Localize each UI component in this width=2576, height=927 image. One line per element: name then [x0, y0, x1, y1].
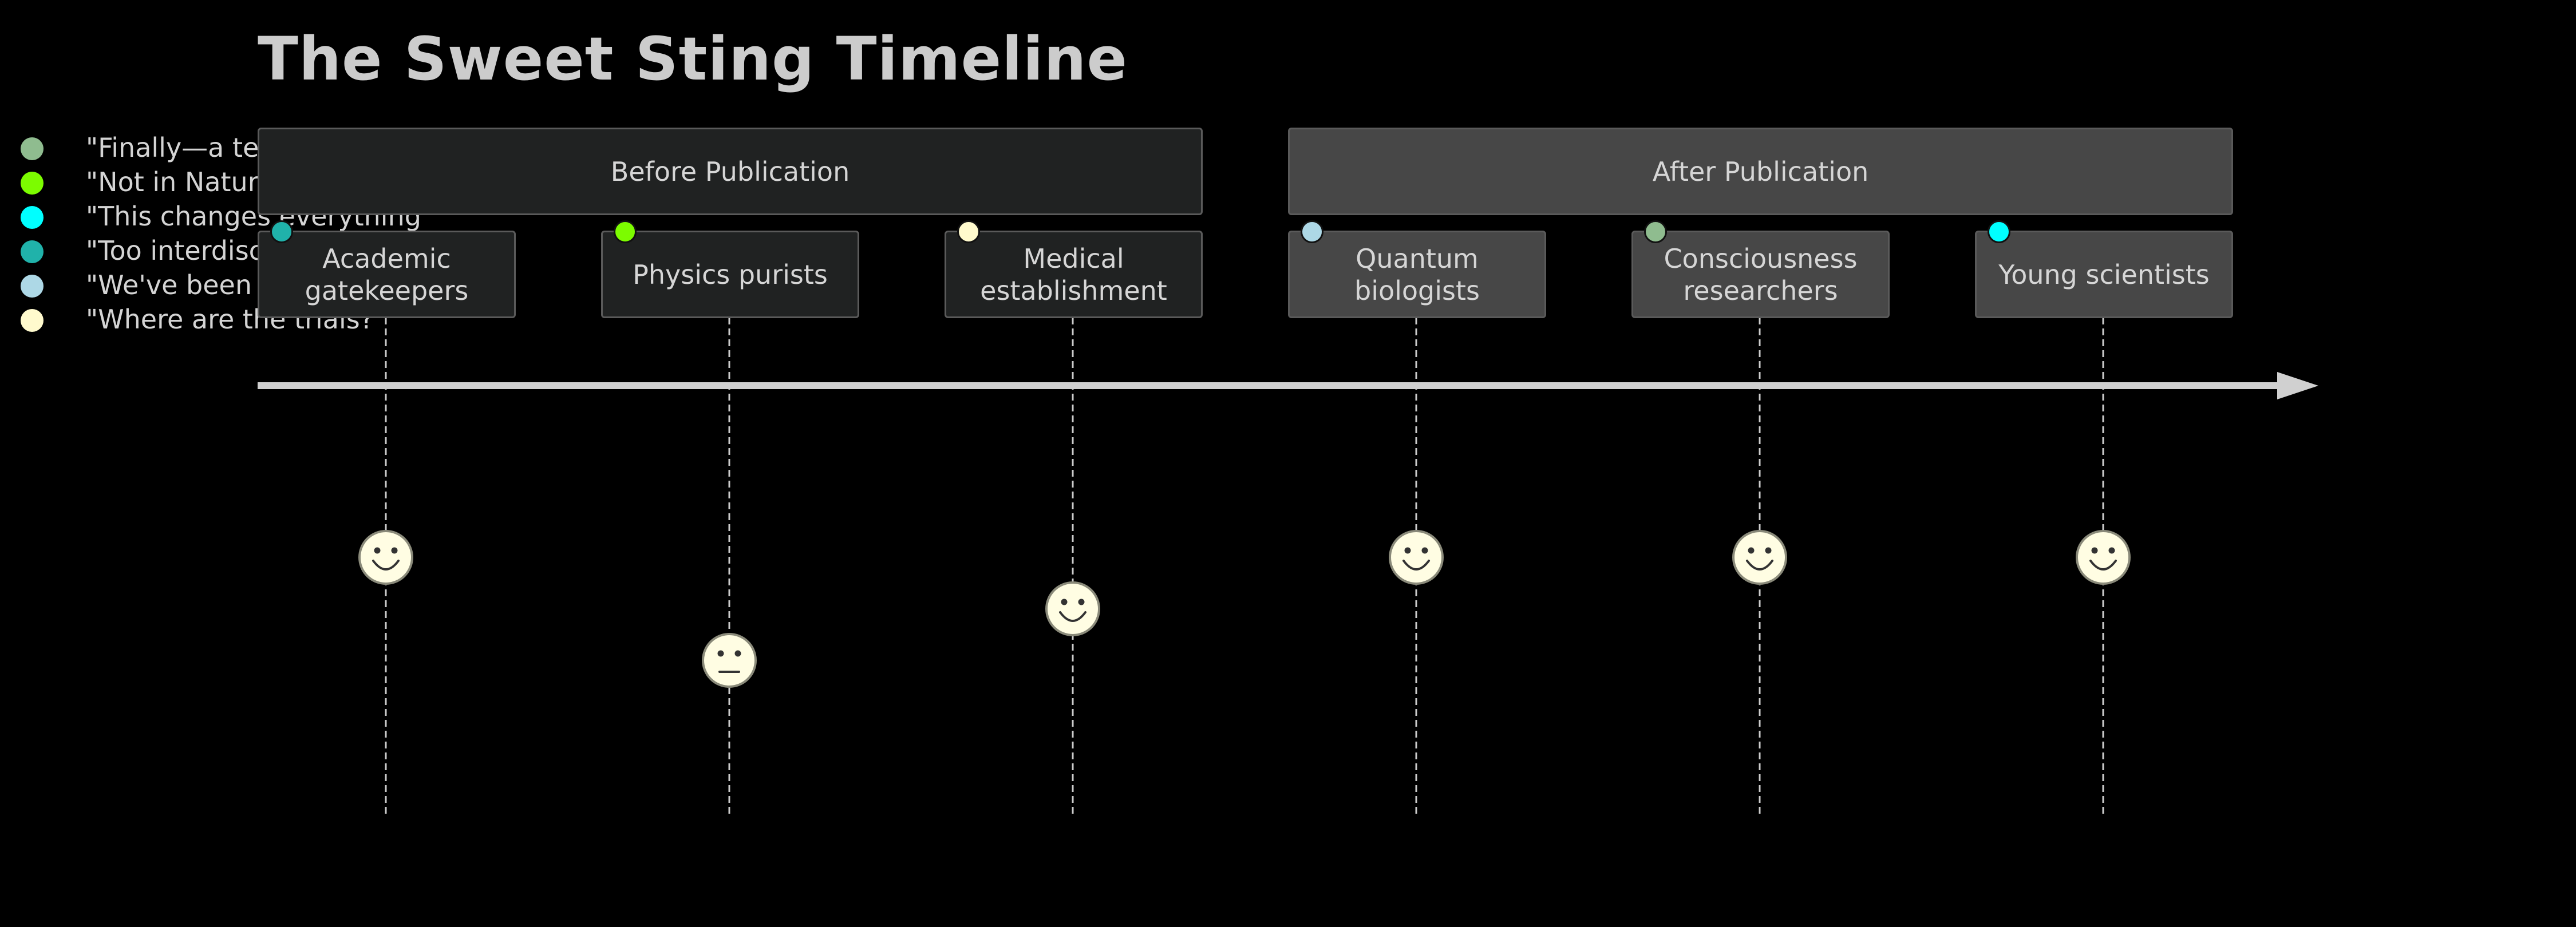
actor-label: Young scientists [1998, 259, 2210, 290]
section-after-publication: After Publication [1288, 128, 2233, 215]
actor-quantum-biologists: Quantum biologists [1288, 231, 1546, 318]
legend-color-swatch [21, 309, 44, 332]
smiley-face-icon [1732, 530, 1787, 585]
diagram-title: The Sweet Sting Timeline [258, 24, 1128, 94]
actor-academic-gatekeepers: Academic gatekeepers [258, 231, 516, 318]
actor-color-dot [1644, 220, 1667, 243]
legend-color-swatch [21, 172, 44, 195]
actor-medical-establishment: Medical establishment [945, 231, 1203, 318]
actor-label: Medical establishment [980, 243, 1167, 306]
smiley-face-icon [1045, 581, 1100, 636]
smiley-face-icon [358, 530, 413, 585]
actor-label: Physics purists [633, 259, 828, 290]
actor-color-dot [1988, 220, 2010, 243]
section-label: After Publication [1652, 156, 1869, 187]
actor-consciousness-researchers: Consciousness researchers [1631, 231, 1890, 318]
actor-physics-purists: Physics purists [601, 231, 859, 318]
section-label: Before Publication [610, 156, 850, 187]
neutral-face-icon [702, 633, 757, 688]
actor-label: Consciousness researchers [1664, 243, 1858, 306]
actor-color-dot [270, 220, 293, 243]
actor-label: Academic gatekeepers [305, 243, 469, 306]
smiley-face-icon [2076, 530, 2131, 585]
section-before-publication: Before Publication [258, 128, 1203, 215]
actor-label: Quantum biologists [1354, 243, 1480, 306]
actor-color-dot [614, 220, 637, 243]
actor-color-dot [1301, 220, 1323, 243]
actor-color-dot [957, 220, 980, 243]
timeline-arrowhead [2277, 372, 2318, 399]
actor-young-scientists: Young scientists [1975, 231, 2233, 318]
legend-color-swatch [21, 275, 44, 298]
legend-color-swatch [21, 137, 44, 160]
legend-color-swatch [21, 240, 44, 263]
smiley-face-icon [1389, 530, 1444, 585]
legend-color-swatch [21, 206, 44, 229]
